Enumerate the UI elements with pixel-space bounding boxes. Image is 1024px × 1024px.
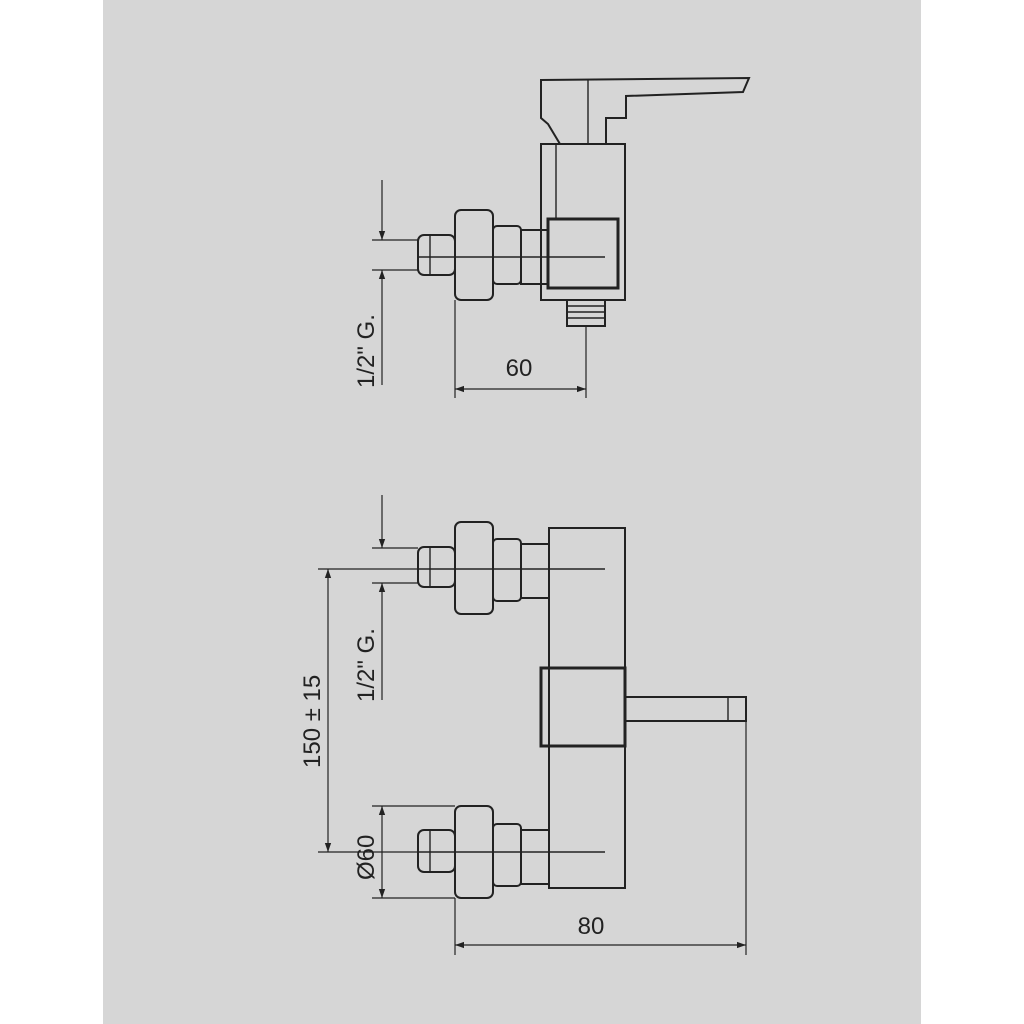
- front-thread-label: 1/2" G.: [353, 628, 380, 702]
- front-lever: [624, 696, 747, 722]
- lever-handle: [540, 76, 751, 145]
- diameter-label: Ø60: [353, 835, 380, 880]
- top-width-label: 60: [506, 355, 533, 382]
- lower-inlet-thread: [417, 829, 456, 873]
- spacing-label: 150 ± 15: [299, 675, 326, 768]
- inlet-thread: [417, 234, 456, 276]
- top-thread-label: 1/2" G.: [353, 314, 380, 388]
- top-view: 1/2" G. 60: [353, 76, 751, 398]
- front-view: 1/2" G. 150 ± 15 Ø60 80: [299, 495, 747, 955]
- upper-inlet-thread: [417, 546, 456, 588]
- front-width-label: 80: [578, 913, 605, 940]
- drawing-panel: [103, 0, 921, 1024]
